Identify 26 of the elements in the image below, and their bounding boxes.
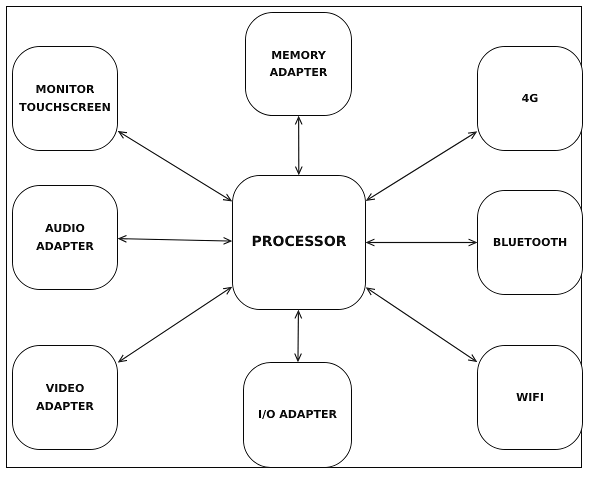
box-label: MEMORY ADAPTER	[268, 48, 328, 81]
rounded-box	[477, 190, 583, 295]
rounded-box	[12, 345, 118, 450]
box-label: BLUETOOTH	[492, 234, 568, 251]
rounded-box	[477, 46, 583, 151]
double-arrow	[366, 131, 477, 201]
double-arrow	[366, 238, 477, 246]
rounded-box	[243, 362, 352, 468]
double-arrow	[366, 287, 477, 362]
rounded-box	[245, 12, 352, 116]
double-arrow	[118, 234, 232, 245]
rounded-box	[12, 46, 118, 151]
box-label: MONITOR TOUCHSCREEN	[18, 82, 112, 116]
rounded-box	[12, 185, 118, 290]
box-label: VIDEO ADAPTER	[35, 381, 95, 414]
double-arrow	[118, 286, 232, 362]
double-arrow	[118, 131, 232, 202]
box-label: AUDIO ADAPTER	[35, 221, 95, 254]
box-label: PROCESSOR	[250, 232, 348, 252]
box-label: WIFI	[515, 390, 545, 406]
double-arrow	[294, 310, 302, 362]
box-label: 4G	[520, 90, 540, 107]
double-arrow	[294, 116, 303, 175]
rounded-box	[477, 345, 583, 450]
rounded-box	[232, 175, 366, 310]
box-label: I/O ADAPTER	[257, 407, 338, 424]
